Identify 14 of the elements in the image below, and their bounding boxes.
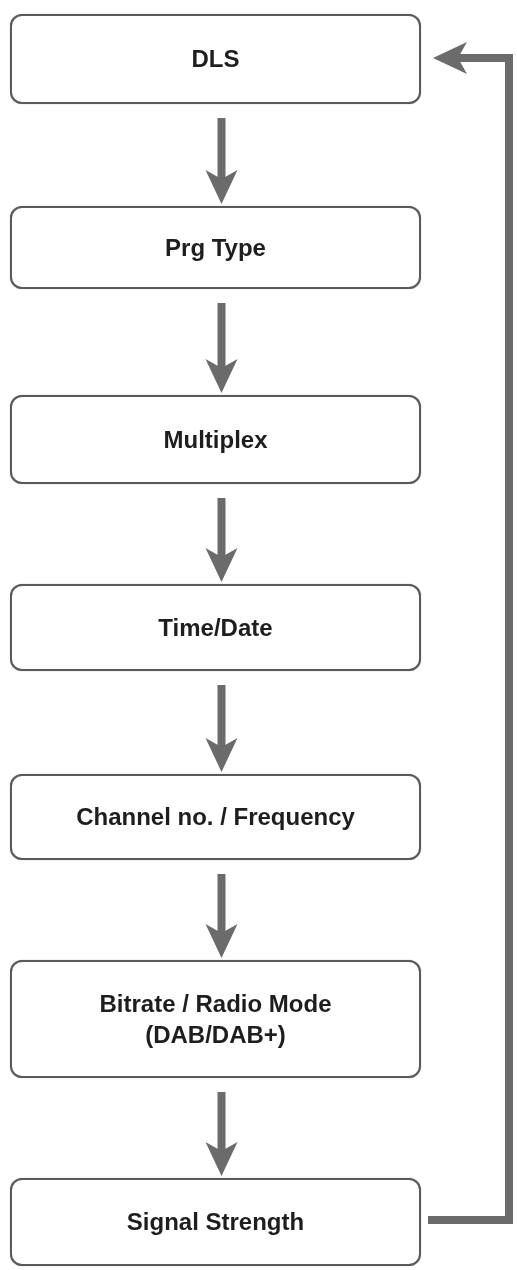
process-box bbox=[10, 960, 421, 1078]
process-box bbox=[10, 14, 421, 104]
process-box bbox=[10, 206, 421, 289]
box-label: Prg Type bbox=[165, 232, 266, 263]
process-box bbox=[10, 774, 421, 860]
box-label: DLS bbox=[191, 44, 240, 75]
box-label: Multiplex bbox=[163, 424, 268, 455]
box-label: Channel no. / Frequency bbox=[76, 802, 355, 833]
box-label: Time/Date bbox=[158, 612, 273, 643]
box-label: Bitrate / Radio Mode (DAB/DAB+) bbox=[98, 988, 333, 1050]
process-box bbox=[10, 1178, 421, 1266]
box-label: Signal Strength bbox=[126, 1207, 305, 1238]
process-box bbox=[10, 395, 421, 484]
process-box bbox=[10, 584, 421, 671]
